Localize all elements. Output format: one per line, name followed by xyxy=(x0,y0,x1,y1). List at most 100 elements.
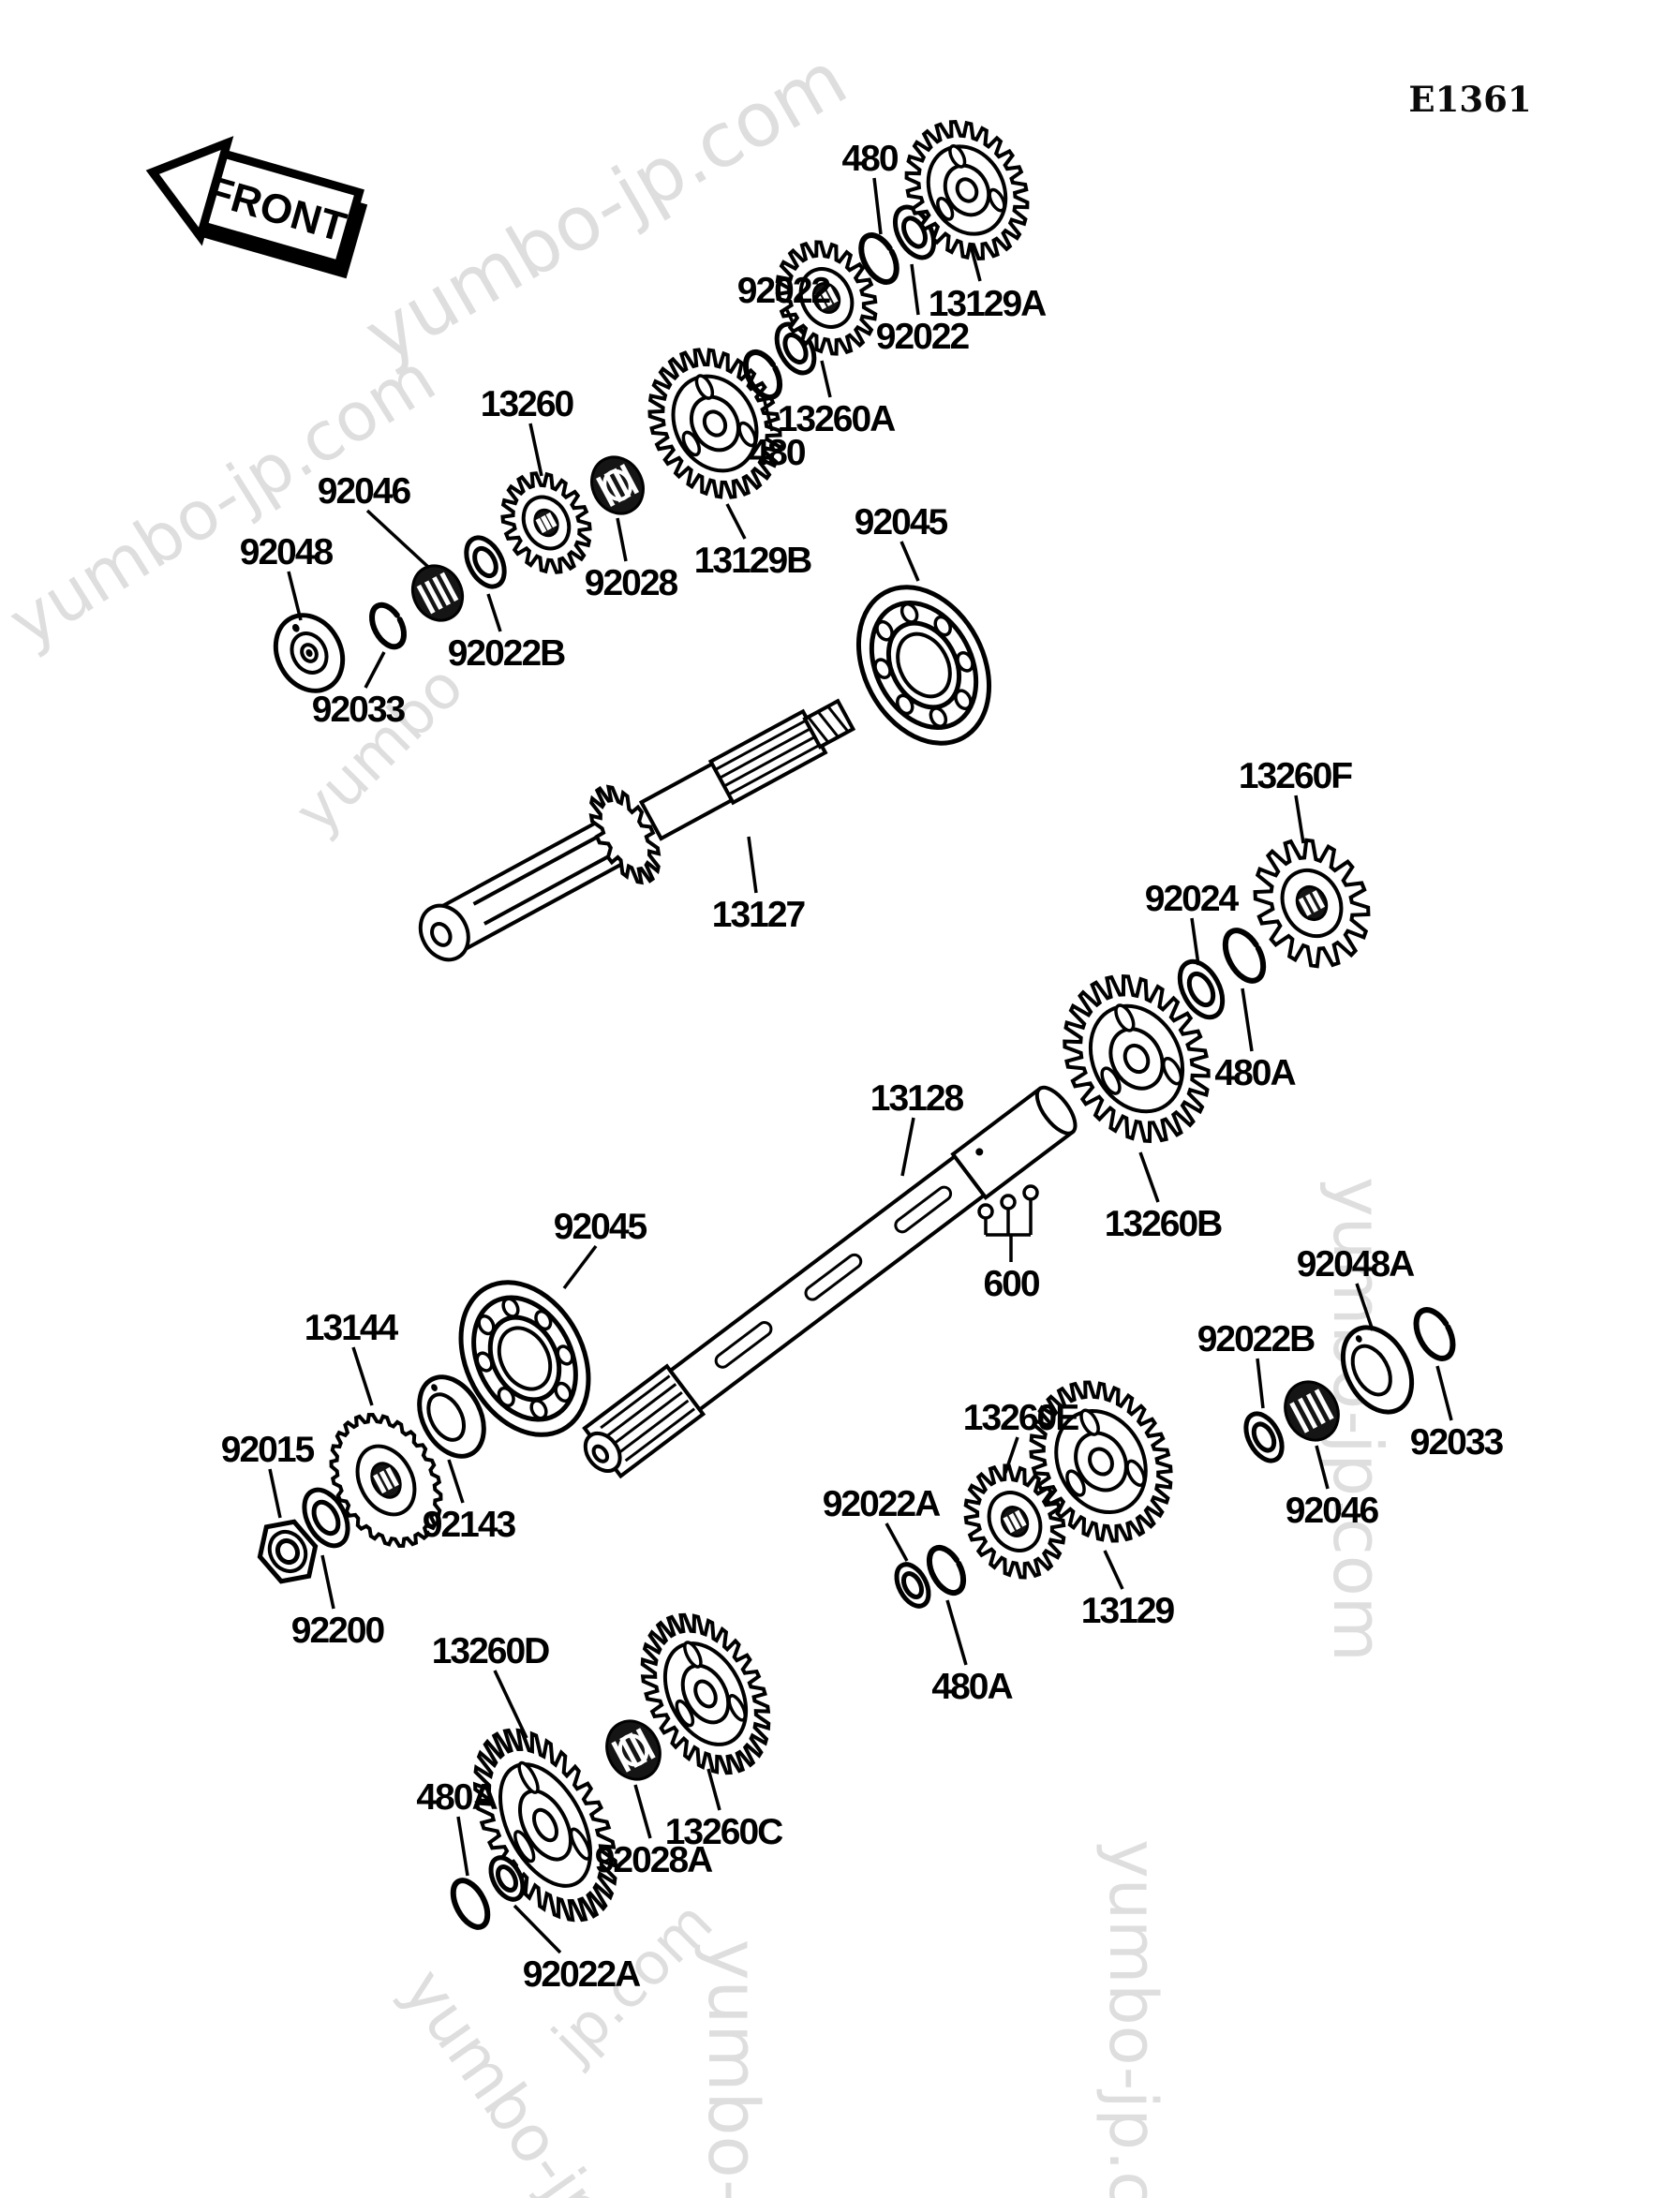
part-label-92024: 92024 xyxy=(1145,879,1240,919)
part-label-13129B: 13129B xyxy=(694,541,811,581)
part-label-480: 480 xyxy=(841,139,898,179)
part-label-92045: 92045 xyxy=(554,1207,647,1247)
part-label-92022A: 92022A xyxy=(823,1484,941,1524)
part-label-92033: 92033 xyxy=(1410,1422,1504,1463)
leader-line-13260A xyxy=(820,360,832,398)
leader-line-13127 xyxy=(747,836,758,894)
part-pins-600 xyxy=(979,1186,1037,1235)
part-label-480A: 480A xyxy=(416,1777,498,1818)
part-label-92143: 92143 xyxy=(423,1505,516,1545)
part-label-92022A: 92022A xyxy=(523,1954,641,1995)
leader-line-92022 xyxy=(785,309,795,325)
leader-line-13144 xyxy=(351,1346,374,1406)
part-label-13260D: 13260D xyxy=(432,1631,549,1671)
part-cap-92048 xyxy=(263,603,356,703)
part-gear-13129B xyxy=(625,327,806,520)
part-washer-92022A-2 xyxy=(890,1559,935,1611)
leader-line-92046 xyxy=(365,509,431,570)
part-label-92022: 92022 xyxy=(876,317,970,357)
part-gear-13129 xyxy=(1004,1358,1198,1565)
part-label-480: 480 xyxy=(749,433,805,473)
part-label-92033: 92033 xyxy=(312,690,406,730)
part-gear-13144 xyxy=(309,1396,462,1565)
part-bearing-92045-lower xyxy=(436,1260,614,1457)
part-label-92022: 92022 xyxy=(737,271,831,311)
part-washer-92022A-3 xyxy=(484,1852,529,1905)
leader-line-13260E xyxy=(1004,1436,1019,1474)
part-label-480A: 480A xyxy=(931,1667,1013,1707)
watermark-text: yumbo-jp xyxy=(692,1939,773,2198)
leader-line-13260 xyxy=(528,423,543,477)
watermark-text: yumbo-jp.com xyxy=(1094,1839,1171,2198)
part-label-13129: 13129 xyxy=(1081,1591,1175,1631)
doc-code: E1361 xyxy=(1408,79,1531,120)
part-circlip-92033 xyxy=(365,600,410,652)
part-label-92048: 92048 xyxy=(240,532,334,572)
leader-line-92033 xyxy=(364,651,386,689)
part-gear-13129A xyxy=(884,100,1050,279)
part-gear-13260C xyxy=(617,1594,794,1794)
part-bush-92028 xyxy=(582,448,653,522)
front-arrow-head-icon xyxy=(145,136,234,246)
part-gear-13260A xyxy=(758,225,895,371)
leader-line-92045 xyxy=(899,541,920,582)
part-bush-92143 xyxy=(407,1366,497,1467)
leader-line-92200 xyxy=(320,1554,335,1610)
leader-line-92046 xyxy=(1315,1445,1330,1490)
part-gear-13260 xyxy=(485,458,606,587)
leader-line-480A xyxy=(456,1816,469,1877)
part-circlip-480A-3 xyxy=(446,1875,495,1933)
part-bearing-92045-upper xyxy=(833,565,1016,766)
part-label-13129A: 13129A xyxy=(929,284,1047,324)
leader-line-480 xyxy=(872,177,883,235)
leader-line-13128 xyxy=(900,1117,915,1177)
leader-line-480 xyxy=(763,400,774,432)
part-label-600: 600 xyxy=(983,1264,1039,1304)
part-circlip-480A-1 xyxy=(1218,924,1271,987)
part-label-92028A: 92028A xyxy=(595,1840,713,1880)
part-label-92028: 92028 xyxy=(585,563,678,603)
part-shaft-13127 xyxy=(399,669,870,989)
leader-line-13260D xyxy=(493,1670,528,1739)
leader-line-92048 xyxy=(287,571,303,621)
leader-line-92022A xyxy=(513,1904,562,1954)
part-label-92022B: 92022B xyxy=(1197,1319,1315,1359)
leader-line-13129B xyxy=(725,503,747,540)
leader-line-92022 xyxy=(910,263,920,316)
part-label-92015: 92015 xyxy=(221,1430,315,1470)
leader-line-92143 xyxy=(447,1459,465,1504)
part-gear-13260E xyxy=(946,1448,1083,1595)
part-label-13260F: 13260F xyxy=(1239,756,1352,796)
part-label-13144: 13144 xyxy=(305,1308,399,1348)
part-circlip-480A-2 xyxy=(922,1542,970,1598)
leader-line-480A xyxy=(945,1599,968,1666)
leader-line-92024 xyxy=(1190,917,1200,966)
part-label-92200: 92200 xyxy=(291,1611,385,1651)
part-label-13260B: 13260B xyxy=(1105,1204,1222,1244)
part-bush-92048A xyxy=(1330,1315,1426,1423)
leader-line-13260F xyxy=(1294,795,1305,844)
part-label-13260: 13260 xyxy=(481,384,574,424)
part-label-92046: 92046 xyxy=(1286,1491,1379,1531)
leader-line-92022B xyxy=(1256,1358,1265,1409)
part-bearing-92046 xyxy=(403,557,471,630)
part-label-13260E: 13260E xyxy=(963,1398,1078,1438)
part-gear-13260D xyxy=(446,1707,645,1943)
leader-line-13260C xyxy=(706,1768,721,1811)
part-gear-13260B xyxy=(1037,951,1237,1166)
leader-line-92048A xyxy=(1355,1283,1375,1331)
front-arrow: FRONT xyxy=(145,136,368,279)
leader-line-13129 xyxy=(1103,1550,1124,1590)
part-nut-92015 xyxy=(249,1511,326,1593)
part-washer-92022B xyxy=(459,531,513,593)
leader-line-92022A xyxy=(885,1522,909,1562)
part-circlip-480-2 xyxy=(738,347,786,403)
leader-line-92015 xyxy=(268,1468,282,1519)
part-bush-92028A xyxy=(597,1712,670,1789)
leader-line-92028A xyxy=(633,1784,652,1839)
labels-layer: 48013129A9202213260A48092022132609204692… xyxy=(221,139,1506,1995)
leader-line-480A xyxy=(1241,988,1254,1052)
part-circlip-92033-2 xyxy=(1409,1304,1461,1365)
